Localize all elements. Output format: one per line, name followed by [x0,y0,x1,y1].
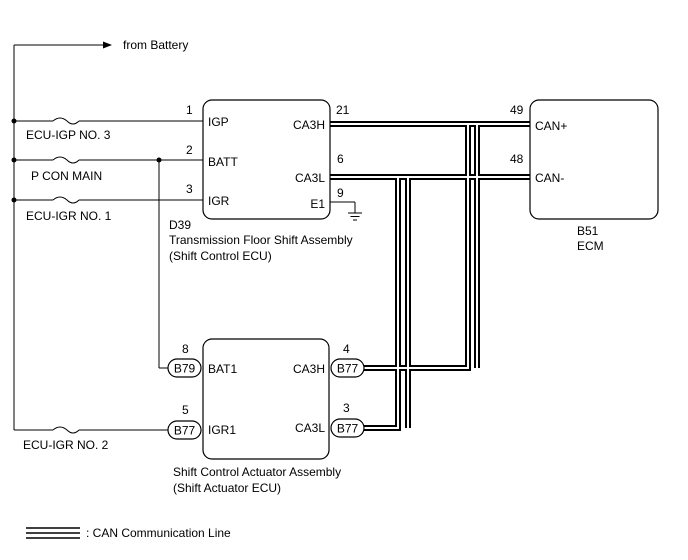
pin-label-ca3h-actuator: CA3H [293,362,325,376]
fuse-igr1-symbol [52,196,80,204]
fuse-igr2-symbol [52,426,80,434]
connector-b77-ca3h: B77 [330,358,365,378]
pin-number: 1 [186,103,193,117]
ground-icon [330,201,362,221]
pin-number: 3 [343,401,350,415]
connector-b77-igr1: B77 [167,420,202,440]
junction-dot [11,157,17,163]
d39-ecu-box [202,99,331,220]
b51-ecm-box [529,99,659,220]
junction-dot [11,197,17,203]
power-wiring [11,41,203,434]
can-line-legend-icon [26,527,80,539]
pin-label-ca3h: CA3H [293,118,325,132]
pin-number: 3 [186,182,193,196]
actuator-name: Shift Control Actuator Assembly [173,465,341,479]
legend-label: : CAN Communication Line [86,526,231,540]
svg-text:B77: B77 [337,362,359,376]
svg-text:B77: B77 [174,424,196,438]
d39-name: Transmission Floor Shift Assembly [169,233,353,247]
pin-number: 9 [337,186,344,200]
fuse-igp3-symbol [52,117,80,125]
fuse-pcon-symbol [52,156,80,164]
pin-label-igr: IGR [208,194,230,208]
pin-label-e1: E1 [310,197,325,211]
connector-b77-ca3l: B77 [330,418,365,438]
d39-subname: (Shift Control ECU) [169,249,272,263]
pin-number: 49 [510,103,524,117]
actuator-ecu-box [202,338,330,460]
pin-number: 8 [182,342,189,356]
pin-label-ca3l-actuator: CA3L [295,421,325,435]
fuse-igp3-label: ECU-IGP NO. 3 [26,128,111,142]
pin-label-igr1: IGR1 [208,423,236,437]
can-bus [330,121,530,431]
pin-label-batt: BATT [208,155,238,169]
svg-text:B77: B77 [337,422,359,436]
pin-label-ca3l: CA3L [295,171,325,185]
actuator-subname: (Shift Actuator ECU) [173,481,281,495]
svg-text:B79: B79 [174,362,196,376]
pin-number: 6 [337,152,344,166]
b51-connector-label: B51 [577,224,599,238]
pin-label-canp: CAN+ [535,119,567,133]
pin-label-canm: CAN- [535,171,564,185]
arrow-icon [103,41,112,49]
connector-b79-bat1: B79 [167,358,202,378]
junction-dot [156,157,162,163]
fuse-pcon-label: P CON MAIN [31,169,102,183]
d39-connector-label: D39 [169,218,191,232]
pin-label-bat1: BAT1 [208,362,237,376]
pin-number: 48 [510,152,524,166]
ecm-name: ECM [577,239,604,253]
pin-number: 2 [186,143,193,157]
junction-dot [11,118,17,124]
pin-label-igp: IGP [208,115,229,129]
pin-number: 21 [336,103,350,117]
fuse-igr2-label: ECU-IGR NO. 2 [23,438,109,452]
fuse-igr1-label: ECU-IGR NO. 1 [26,209,112,223]
battery-label: from Battery [123,38,188,52]
pin-number: 4 [343,342,350,356]
pin-number: 5 [182,403,189,417]
